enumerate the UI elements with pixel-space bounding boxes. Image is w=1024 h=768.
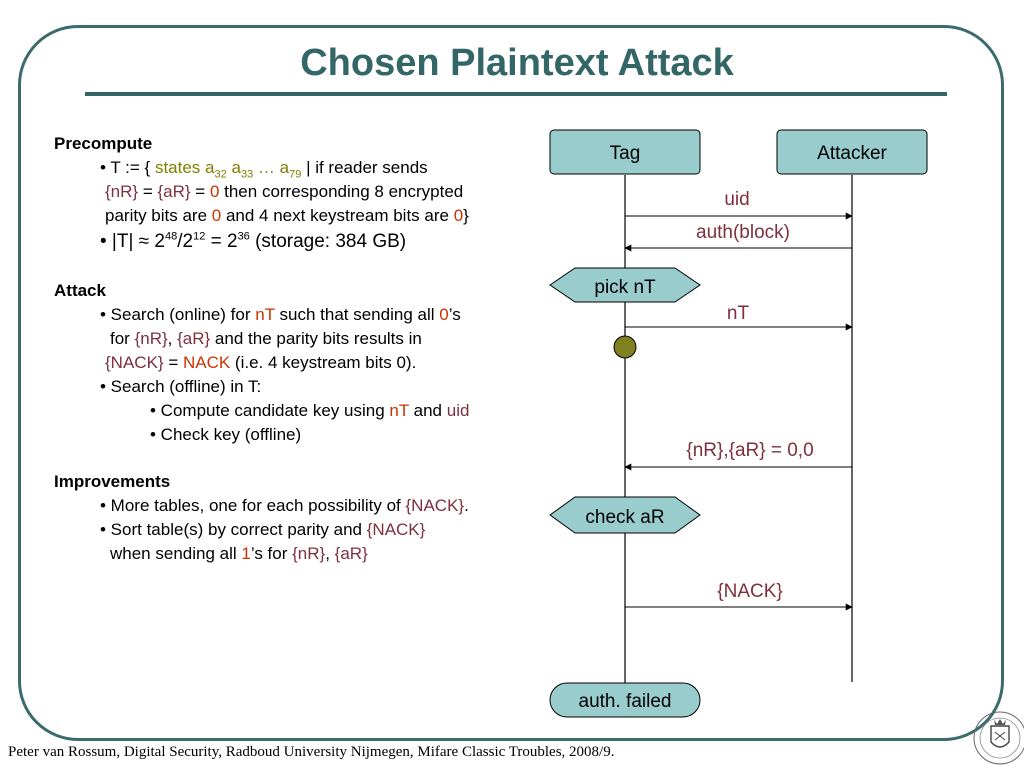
text: {aR} bbox=[177, 329, 211, 348]
superscript: 48 bbox=[164, 230, 178, 243]
text: a bbox=[226, 158, 241, 177]
text: (storage: 384 GB) bbox=[249, 231, 407, 252]
attack-line-1: • Search (online) for nT such that sendi… bbox=[100, 303, 461, 327]
text: {nR} bbox=[105, 182, 139, 201]
text: } bbox=[463, 206, 469, 225]
msg-nack-label: {NACK} bbox=[717, 581, 782, 602]
text: , bbox=[325, 544, 335, 563]
attacker-label: Attacker bbox=[817, 143, 887, 164]
text: • More tables, one for each possibility … bbox=[100, 496, 406, 515]
text: parity bits are bbox=[105, 206, 212, 225]
text: • Compute candidate key using bbox=[150, 401, 390, 420]
text: and 4 next keystream bits are bbox=[221, 206, 454, 225]
attack-line-3: {NACK} = NACK (i.e. 4 keystream bits 0). bbox=[105, 351, 416, 375]
auth-failed-state: auth. failed bbox=[549, 682, 701, 718]
text: , bbox=[167, 329, 178, 348]
tag-label: Tag bbox=[610, 143, 641, 164]
text: • Sort table(s) by correct parity and bbox=[100, 520, 367, 539]
precompute-bullet-1-line-2: {nR} = {aR} = 0 then corresponding 8 enc… bbox=[105, 180, 463, 204]
text: uid bbox=[446, 401, 470, 420]
text: … a bbox=[253, 158, 290, 177]
text: • |T| ≈ 2 bbox=[100, 231, 165, 252]
slide-frame bbox=[18, 25, 1004, 741]
text: nT bbox=[255, 305, 275, 324]
text: 0 bbox=[211, 206, 222, 225]
msg-nt-label: nT bbox=[727, 303, 750, 324]
text: | if reader sends bbox=[301, 158, 428, 177]
university-seal-logo bbox=[973, 711, 1024, 765]
text: . bbox=[464, 496, 469, 515]
text: /2 bbox=[177, 231, 194, 252]
improvements-line-3: when sending all 1’s for {nR}, {aR} bbox=[110, 542, 368, 566]
attack-line-2: for {nR}, {aR} and the parity bits resul… bbox=[110, 327, 422, 351]
text: and bbox=[408, 401, 447, 420]
text: then corresponding 8 encrypted bbox=[219, 182, 464, 201]
text: {NACK} bbox=[105, 353, 164, 372]
subscript: 32 bbox=[214, 168, 227, 181]
attack-heading: Attack bbox=[54, 281, 106, 300]
text: {NACK} bbox=[366, 520, 426, 539]
title-underline bbox=[85, 92, 947, 96]
subscript: 33 bbox=[240, 168, 254, 181]
improvements-line-2: • Sort table(s) by correct parity and {N… bbox=[100, 518, 425, 542]
attack-line-5: • Compute candidate key using nT and uid bbox=[150, 399, 469, 423]
text: when sending all bbox=[110, 544, 242, 563]
text: {nR} bbox=[292, 544, 326, 563]
text: nT bbox=[389, 401, 409, 420]
text: = bbox=[190, 182, 210, 201]
text: = bbox=[163, 353, 183, 372]
text: (i.e. 4 keystream bits 0). bbox=[230, 353, 417, 372]
text: and the parity bits results in bbox=[210, 329, 422, 348]
state-marker-dot bbox=[613, 335, 637, 359]
msg-nr-ar-label: {nR},{aR} = 0,0 bbox=[686, 440, 813, 461]
footer-citation: Peter van Rossum, Digital Security, Radb… bbox=[8, 744, 615, 760]
text: • Search (online) for bbox=[100, 305, 256, 324]
text: • T := { bbox=[100, 158, 155, 177]
text: states a bbox=[154, 158, 215, 177]
tag-actor-box: Tag bbox=[549, 129, 701, 175]
text: ’s bbox=[448, 305, 461, 324]
text: such that sending all bbox=[274, 305, 440, 324]
text: {NACK} bbox=[405, 496, 465, 515]
precompute-heading: Precompute bbox=[54, 134, 153, 153]
check-ar-step: check aR bbox=[549, 496, 701, 534]
improvements-line-1: • More tables, one for each possibility … bbox=[100, 494, 469, 518]
check-ar-label: check aR bbox=[585, 507, 664, 528]
text: NACK bbox=[182, 353, 231, 372]
attacker-actor-box: Attacker bbox=[776, 129, 928, 175]
text: {nR} bbox=[134, 329, 168, 348]
pick-nt-label: pick nT bbox=[594, 277, 656, 298]
msg-auth-label: auth(block) bbox=[696, 222, 790, 243]
text: {aR} bbox=[334, 544, 368, 563]
text: {aR} bbox=[157, 182, 191, 201]
text: = bbox=[138, 182, 158, 201]
text: 0 bbox=[209, 182, 220, 201]
text: for bbox=[110, 329, 135, 348]
text: 1 bbox=[241, 544, 251, 563]
superscript: 36 bbox=[237, 230, 250, 243]
precompute-bullet-1: • T := { states a32 a33 … a79 | if reade… bbox=[100, 156, 428, 180]
attack-line-4: • Search (offline) in T: bbox=[100, 377, 262, 396]
text: 0 bbox=[453, 206, 464, 225]
text: ’s for bbox=[250, 544, 293, 563]
precompute-bullet-2: • |T| ≈ 248/212 = 236 (storage: 384 GB) bbox=[100, 230, 406, 254]
auth-failed-label: auth. failed bbox=[579, 691, 672, 712]
attack-line-6: • Check key (offline) bbox=[150, 425, 302, 444]
msg-uid-label: uid bbox=[724, 189, 749, 210]
text: 0 bbox=[439, 305, 449, 324]
text: = 2 bbox=[205, 231, 238, 252]
subscript: 79 bbox=[289, 168, 302, 181]
precompute-bullet-1-line-3: parity bits are 0 and 4 next keystream b… bbox=[105, 204, 469, 228]
superscript: 12 bbox=[193, 230, 206, 243]
improvements-heading: Improvements bbox=[54, 472, 171, 491]
slide-title: Chosen Plaintext Attack bbox=[300, 42, 734, 84]
pick-nt-step: pick nT bbox=[549, 267, 701, 303]
